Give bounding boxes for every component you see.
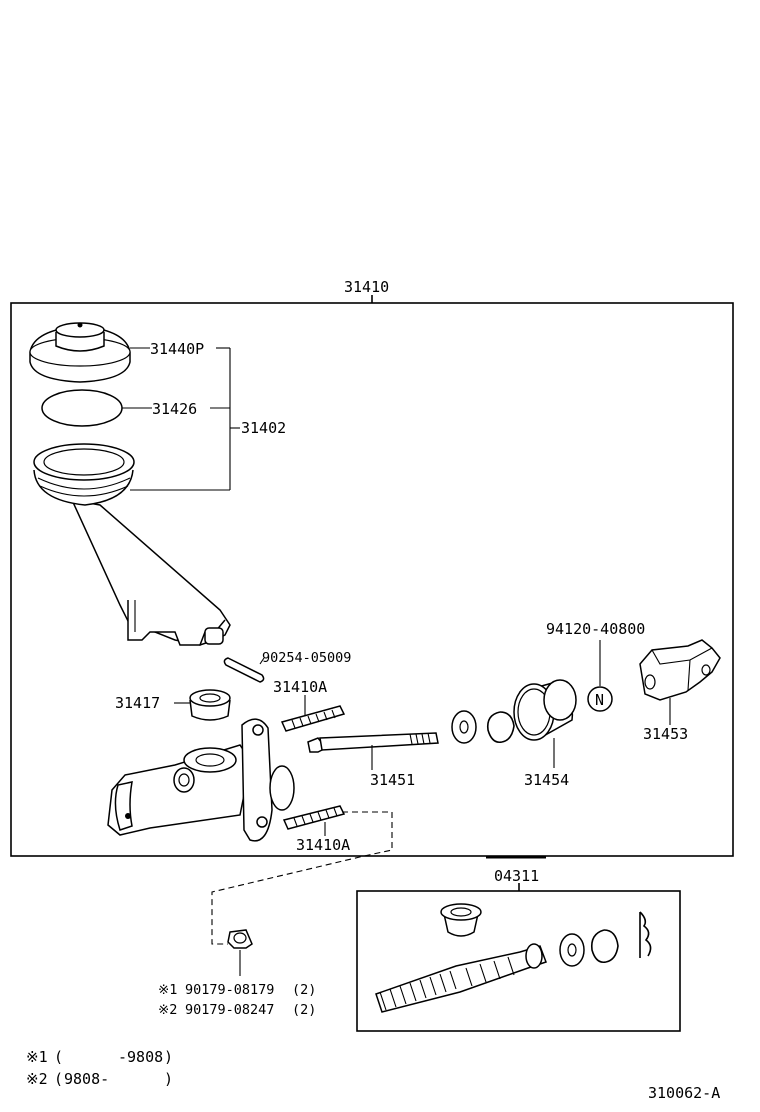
reservoir-set-bracket — [130, 347, 240, 491]
note-1-to: -9808 — [118, 1048, 163, 1066]
note-1: ※1 ( -9808 ) — [26, 1048, 173, 1066]
alt-part-2-number: 90179-08247 — [185, 1002, 274, 1018]
reservoir-body-drawing — [33, 443, 231, 646]
kit-grommet-drawing — [440, 903, 482, 937]
pin-label: 90254-05009 — [262, 650, 351, 666]
boot-drawing — [513, 679, 577, 741]
note-2-mark: ※2 — [26, 1070, 48, 1088]
reservoir-set-label: 31402 — [241, 419, 286, 437]
note-1-open: ( — [54, 1048, 63, 1066]
kit-washer-drawing — [559, 933, 585, 967]
snap-ring-drawing — [486, 711, 515, 744]
master-cylinder-drawing — [107, 718, 295, 842]
kit-frame — [356, 855, 681, 1032]
alt-part-2-qty: (2) — [292, 1002, 316, 1018]
boot-label: 31454 — [524, 771, 569, 789]
alt-nut-drawing — [227, 929, 253, 949]
kit-snap-ring-drawing — [590, 929, 619, 964]
stud-upper-label: 31410A — [273, 678, 327, 696]
kit-grease-drawing — [639, 911, 652, 958]
note-2-close: ) — [164, 1070, 173, 1088]
grommet-drawing — [189, 689, 231, 721]
stud-lower-label: 31410A — [296, 836, 350, 854]
cap-seal-label: 31426 — [152, 400, 197, 418]
alt-part-1-mark: ※1 — [158, 982, 177, 998]
note-1-mark: ※1 — [26, 1048, 48, 1066]
assembly-frame — [10, 295, 734, 857]
assembly-label: 31410 — [344, 278, 389, 296]
stud-lower-drawing — [282, 805, 346, 830]
clevis-drawing — [639, 639, 721, 701]
note-2-open: ( — [54, 1070, 63, 1088]
clevis-label: 31453 — [643, 725, 688, 743]
push-rod-drawing — [307, 732, 439, 753]
nut-ref-label: 94120-40800 — [546, 620, 645, 638]
reservoir-cap-label: 31440P — [150, 340, 204, 358]
note-2-from: 9808- — [64, 1070, 109, 1088]
reservoir-cap-drawing — [29, 322, 131, 383]
cap-seal-drawing — [41, 389, 123, 427]
push-rod-label: 31451 — [370, 771, 415, 789]
alt-part-2-mark: ※2 — [158, 1002, 177, 1018]
alt-parts-dashed-leader — [211, 811, 393, 945]
kit-piston-drawing — [375, 943, 547, 1013]
pin-drawing — [223, 657, 265, 683]
leader-pin — [259, 657, 265, 665]
kit-label: 04311 — [494, 867, 539, 885]
note-2: ※2 ( 9808- ) — [26, 1070, 173, 1088]
alt-part-1-number: 90179-08179 — [185, 982, 274, 998]
figure-id: 310062-A — [648, 1084, 720, 1102]
nut-symbol: N — [595, 691, 604, 709]
alt-part-1-qty: (2) — [292, 982, 316, 998]
nut-symbol-circle — [587, 686, 613, 712]
grommet-label: 31417 — [115, 694, 160, 712]
note-1-close: ) — [164, 1048, 173, 1066]
washer-drawing — [451, 710, 477, 744]
stud-upper-drawing — [280, 705, 346, 732]
